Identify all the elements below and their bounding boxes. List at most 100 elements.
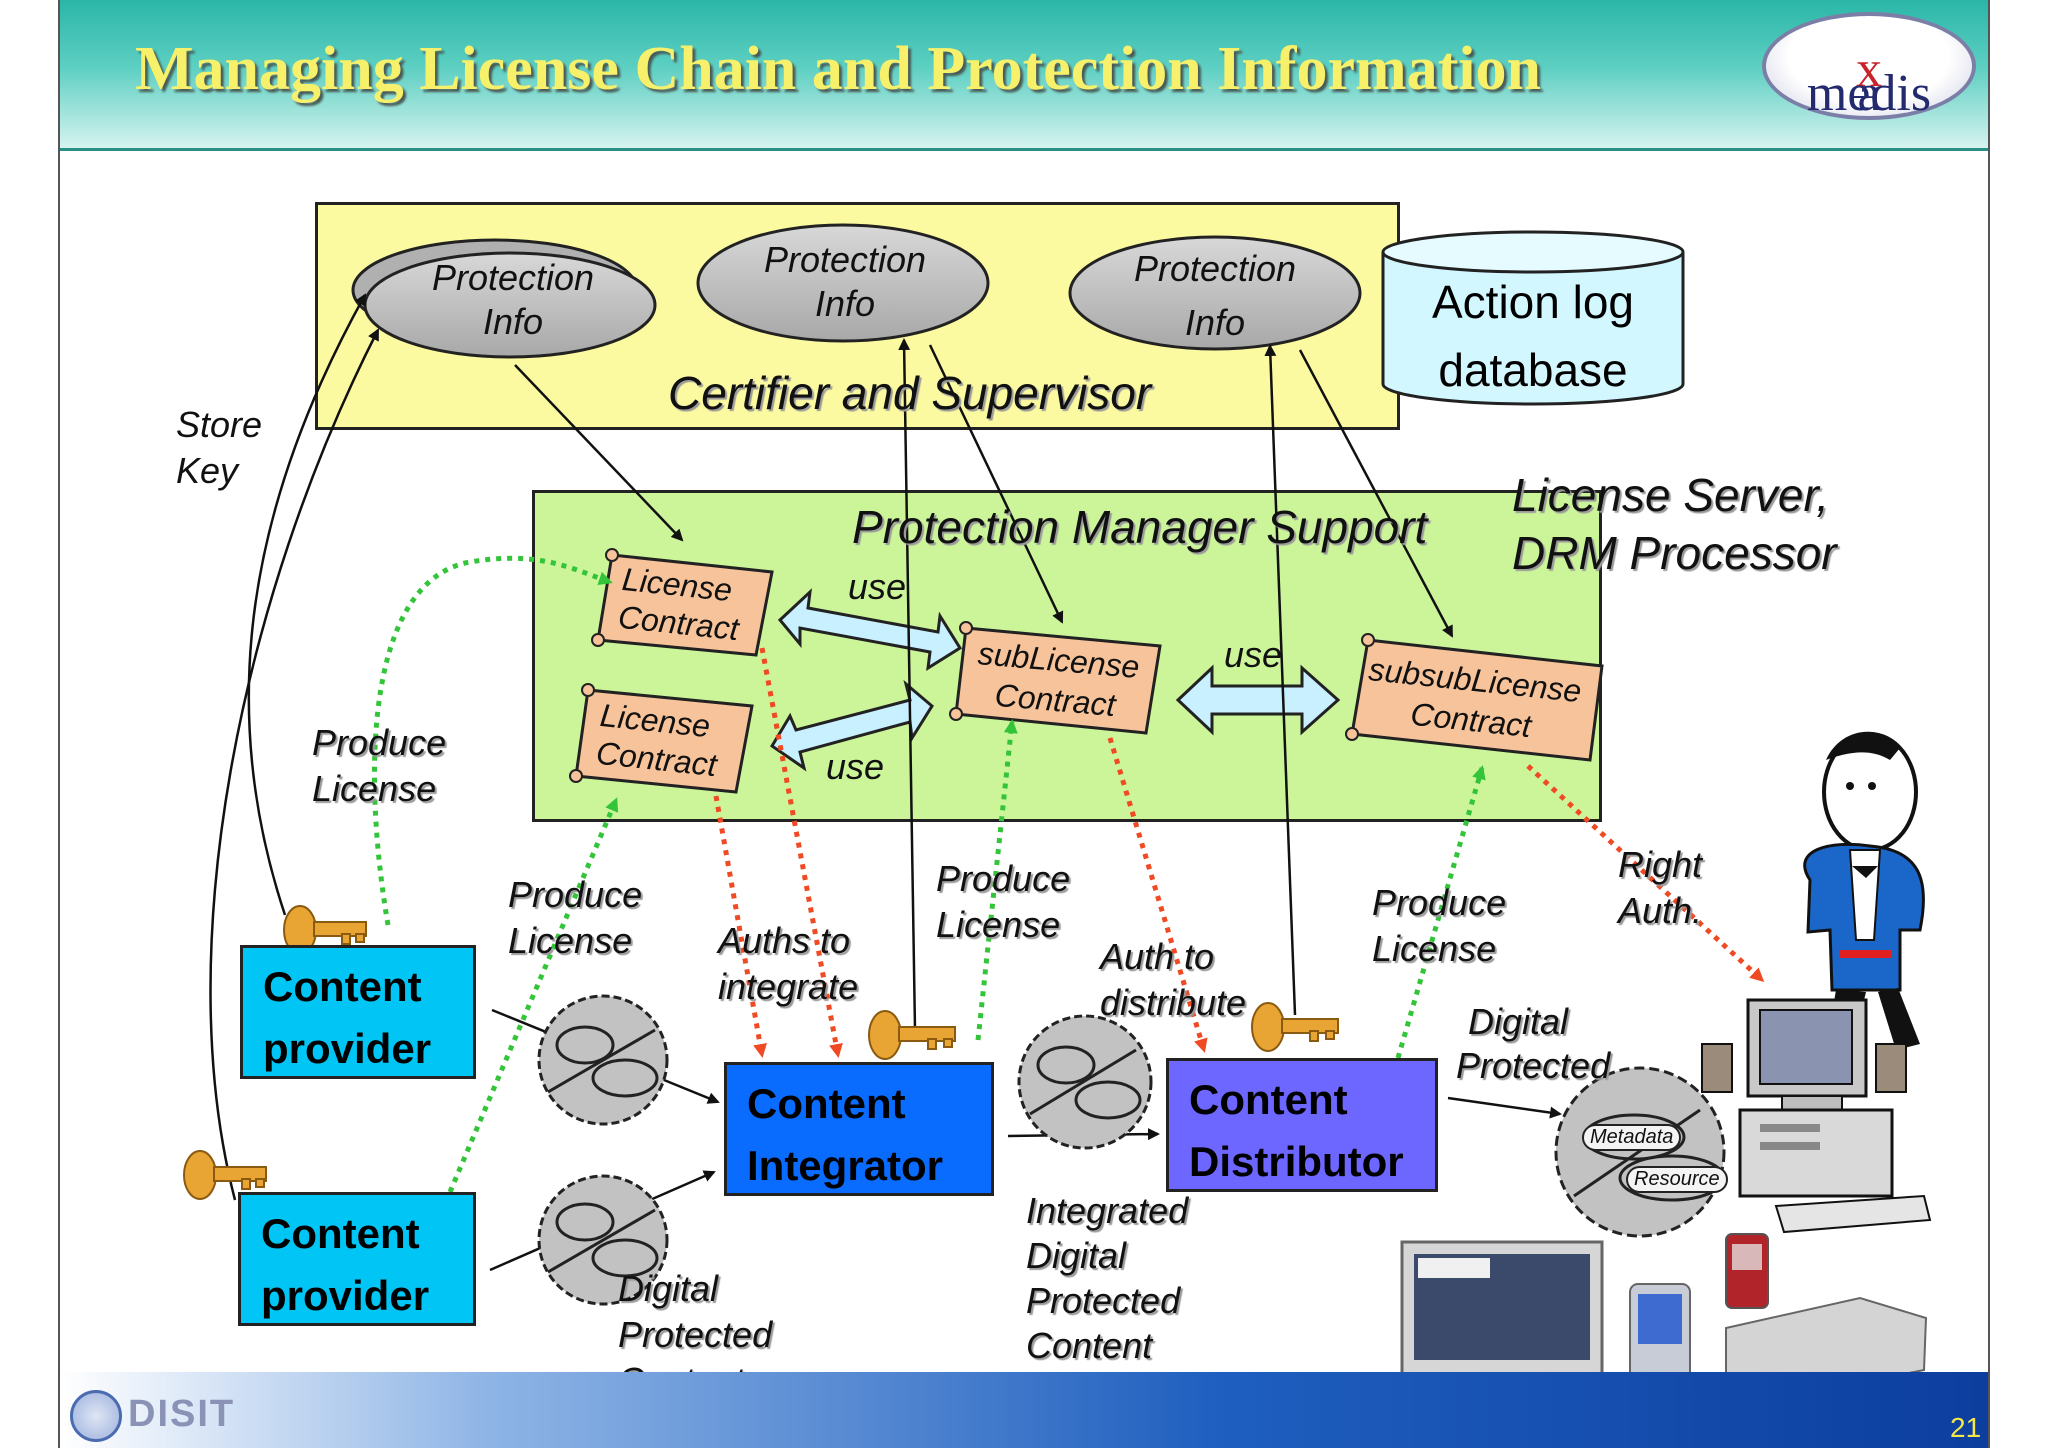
disit-logo: DISIT <box>70 1390 235 1442</box>
green-arrow-provider2-license <box>447 797 619 1193</box>
content-distributor-box: Content Distributor <box>1166 1058 1438 1192</box>
slide-frame <box>58 0 1990 1448</box>
content-provider-1-line2: provider <box>263 1025 432 1072</box>
protection-info-1-line2: Info <box>482 301 544 342</box>
protection-info-1-line1: Protection <box>431 257 595 298</box>
store-key-line2: Key <box>176 450 239 491</box>
digital-protected-label: Digital Protected <box>1456 1000 1610 1088</box>
integrated-content-label: Integrated Digital Protected Content <box>1026 1188 1188 1368</box>
disit-logo-text: DISIT <box>128 1393 236 1436</box>
key-icon-distributor <box>1251 1002 1339 1052</box>
use-label-2: use <box>826 746 885 787</box>
content-provider-2-box: Content provider <box>238 1192 476 1326</box>
produce-license-3-line1: Produce <box>936 858 1071 899</box>
protection-info-1-label: Protection Info <box>428 256 598 344</box>
slide-title: Managing License Chain and Protection In… <box>135 35 1541 103</box>
integrated-line3: Protected <box>1026 1280 1181 1321</box>
integrated-line4: Content <box>1026 1325 1153 1366</box>
arrow-distributor-key <box>1264 344 1297 1016</box>
protection-info-3 <box>1068 235 1362 351</box>
produce-license-1-line2: License <box>312 768 437 809</box>
auths-to-integrate-label: Auths to integrate <box>718 918 858 1010</box>
content-provider-1-line1: Content <box>263 963 422 1010</box>
package-icon-provider1 <box>537 994 669 1126</box>
arrow-store-key-1 <box>247 293 367 916</box>
digital-protected-line1: Digital <box>1468 1001 1569 1042</box>
key-icon-integrator <box>868 1010 956 1060</box>
sublicense-contract-label: subLicense Contract <box>969 633 1145 728</box>
license-contract-2 <box>569 683 754 794</box>
protection-info-3-line2: Info <box>1184 302 1246 343</box>
pms-label: Protection Manager Support <box>852 501 1428 553</box>
use-arrow-1 <box>777 588 963 671</box>
protection-info-3-label: Protection Info <box>1130 242 1300 350</box>
content-provider-2-line1: Content <box>261 1210 420 1257</box>
produce-license-label-1: Produce License <box>312 720 446 812</box>
green-arrow-integrator-license <box>975 719 1018 1041</box>
auths-to-integrate-line2: integrate <box>718 966 859 1007</box>
protection-info-1 <box>351 238 657 359</box>
digital-protected-line2: Protected <box>1456 1045 1611 1086</box>
content-distributor-line2: Distributor <box>1189 1138 1404 1185</box>
store-key-label: Store Key <box>176 402 262 494</box>
license-contract-1-label: License Contract <box>616 560 744 648</box>
use-arrow-3 <box>1175 664 1341 736</box>
right-auth-line1: Right <box>1618 844 1703 885</box>
protection-info-2-label: Protection Info <box>760 238 930 326</box>
protection-info-2-line2: Info <box>814 283 876 324</box>
auths-to-integrate-line1: Auths to <box>718 920 851 961</box>
footer-bar <box>60 1372 1988 1448</box>
certifier-label: Certifier and Supervisor <box>668 367 1152 419</box>
integrated-line1: Integrated <box>1026 1190 1189 1231</box>
computer-icon <box>1701 998 1932 1234</box>
mobile-phone-icon <box>1725 1233 1769 1309</box>
red-arrow-right-auth <box>1526 764 1765 983</box>
arrow-info-to-subsublicense <box>1298 349 1454 638</box>
package-icon-delivered <box>1554 1066 1726 1238</box>
pda-icon <box>1629 1283 1691 1383</box>
arrow-info-to-contract <box>514 364 684 542</box>
content-integrator-box: Content Integrator <box>724 1062 994 1196</box>
red-arrow-contract1-integrator <box>759 647 843 1058</box>
auth-to-distribute-label: Auth to distribute <box>1100 934 1246 1026</box>
digital-protected-content-line2: Protected <box>618 1314 773 1355</box>
protection-info-3-line1: Protection <box>1133 248 1297 289</box>
content-provider-2-line2: provider <box>261 1272 430 1319</box>
action-log-database <box>1381 230 1685 406</box>
protection-info-2-line1: Protection <box>763 239 927 280</box>
globe-icon <box>70 1390 122 1442</box>
store-key-line1: Store <box>176 404 263 445</box>
subsublicense-contract <box>1345 633 1604 762</box>
content-provider-1-box: Content provider <box>240 945 476 1079</box>
database-label-line2: database <box>1438 344 1628 396</box>
arrow-integrator-key <box>898 338 917 1031</box>
logo-text-medis: medis <box>1806 65 1932 122</box>
produce-license-4-line1: Produce <box>1372 882 1507 923</box>
produce-license-3-line2: License <box>936 904 1061 945</box>
database-label: Action log database <box>1383 268 1683 404</box>
digital-protected-content-line1: Digital <box>618 1268 719 1309</box>
key-icon-provider1 <box>283 905 367 955</box>
arrow-store-key-2 <box>209 328 380 1201</box>
database-label-line1: Action log <box>1431 276 1634 328</box>
content-integrator-line2: Integrator <box>747 1142 944 1189</box>
page-number: 21 <box>1950 1412 1982 1443</box>
content-distributor-line1: Content <box>1189 1076 1348 1123</box>
auth-to-distribute-line1: Auth to <box>1100 936 1215 977</box>
protection-info-2 <box>696 223 990 343</box>
license-contract-2-label: License Contract <box>594 696 722 784</box>
license-server-line1: License Server, <box>1512 469 1830 521</box>
package-icon-integrated <box>1017 1014 1153 1150</box>
license-server-line2: DRM Processor <box>1512 527 1837 579</box>
sublicense-contract <box>949 621 1162 735</box>
package-icon-provider2 <box>537 1174 669 1306</box>
produce-license-1-line1: Produce <box>312 722 447 763</box>
logo-text-a: a <box>1857 65 1881 122</box>
right-auth-label: Right Auth. <box>1618 842 1702 934</box>
green-arrow-provider1-license <box>371 555 613 926</box>
produce-license-label-2: Produce License <box>508 872 642 964</box>
logo-text-x: x <box>1856 41 1882 98</box>
right-auth-line2: Auth. <box>1618 890 1703 931</box>
